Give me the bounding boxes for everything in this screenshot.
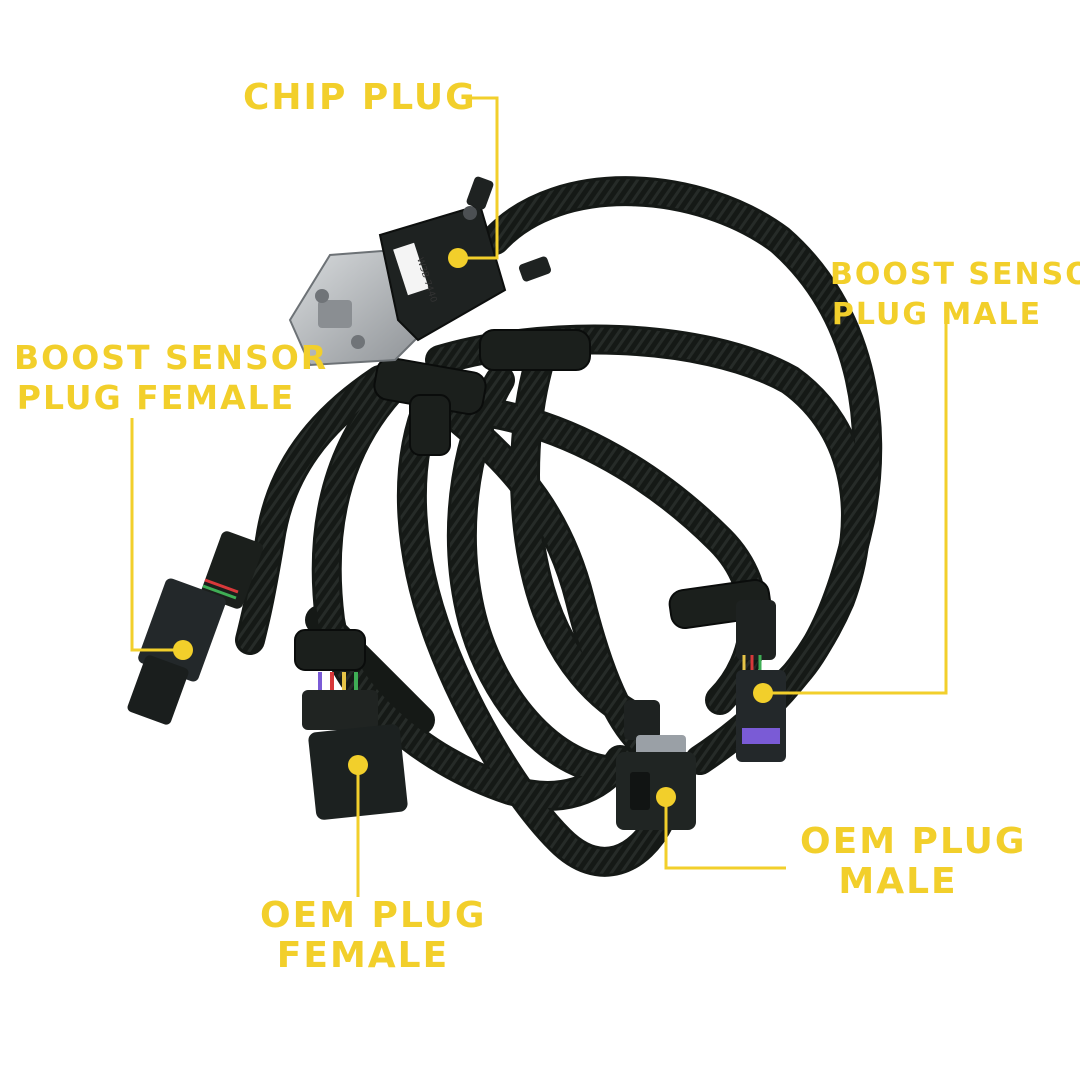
boost-sensor-male-connector — [736, 600, 786, 762]
callout-dots — [173, 248, 773, 807]
oem-plug-female-line2: FEMALE — [276, 935, 450, 976]
oem-plug-male-line1: OEM PLUG — [800, 821, 1027, 862]
chip-plug-label: CHIP PLUG — [243, 78, 477, 118]
boost-sensor-female-line1: BOOST SENSOR — [14, 338, 329, 377]
boost-male-leader — [763, 320, 948, 695]
oem-plug-female-label: OEM PLUG FEMALE — [260, 895, 487, 976]
boost-sensor-female-connector — [127, 531, 263, 725]
oem-male-leader — [664, 797, 786, 870]
oem-plug-female-line1: OEM PLUG — [260, 895, 487, 936]
boost-female-leader — [130, 418, 183, 652]
chip-plug-connector: W3B 7440 — [288, 176, 552, 367]
callout-lines — [130, 96, 948, 897]
oem-male-connector — [616, 700, 696, 830]
boost-sensor-female-line2: PLUG FEMALE — [16, 378, 296, 417]
boost-sensor-male-line1: BOOST SENSOR — [830, 257, 1080, 292]
chip-plug-leader — [458, 96, 499, 260]
boost-sensor-female-label: BOOST SENSOR PLUG FEMALE — [14, 338, 329, 418]
boost-sensor-male-line2: PLUG MALE — [831, 297, 1043, 332]
oem-plug-male-label: OEM PLUG MALE — [800, 821, 1027, 902]
oem-plug-male-line2: MALE — [838, 861, 958, 902]
boost-sensor-male-label: BOOST SENSOR PLUG MALE — [830, 255, 1080, 335]
chip-plug-label-text: CHIP PLUG — [243, 77, 477, 118]
